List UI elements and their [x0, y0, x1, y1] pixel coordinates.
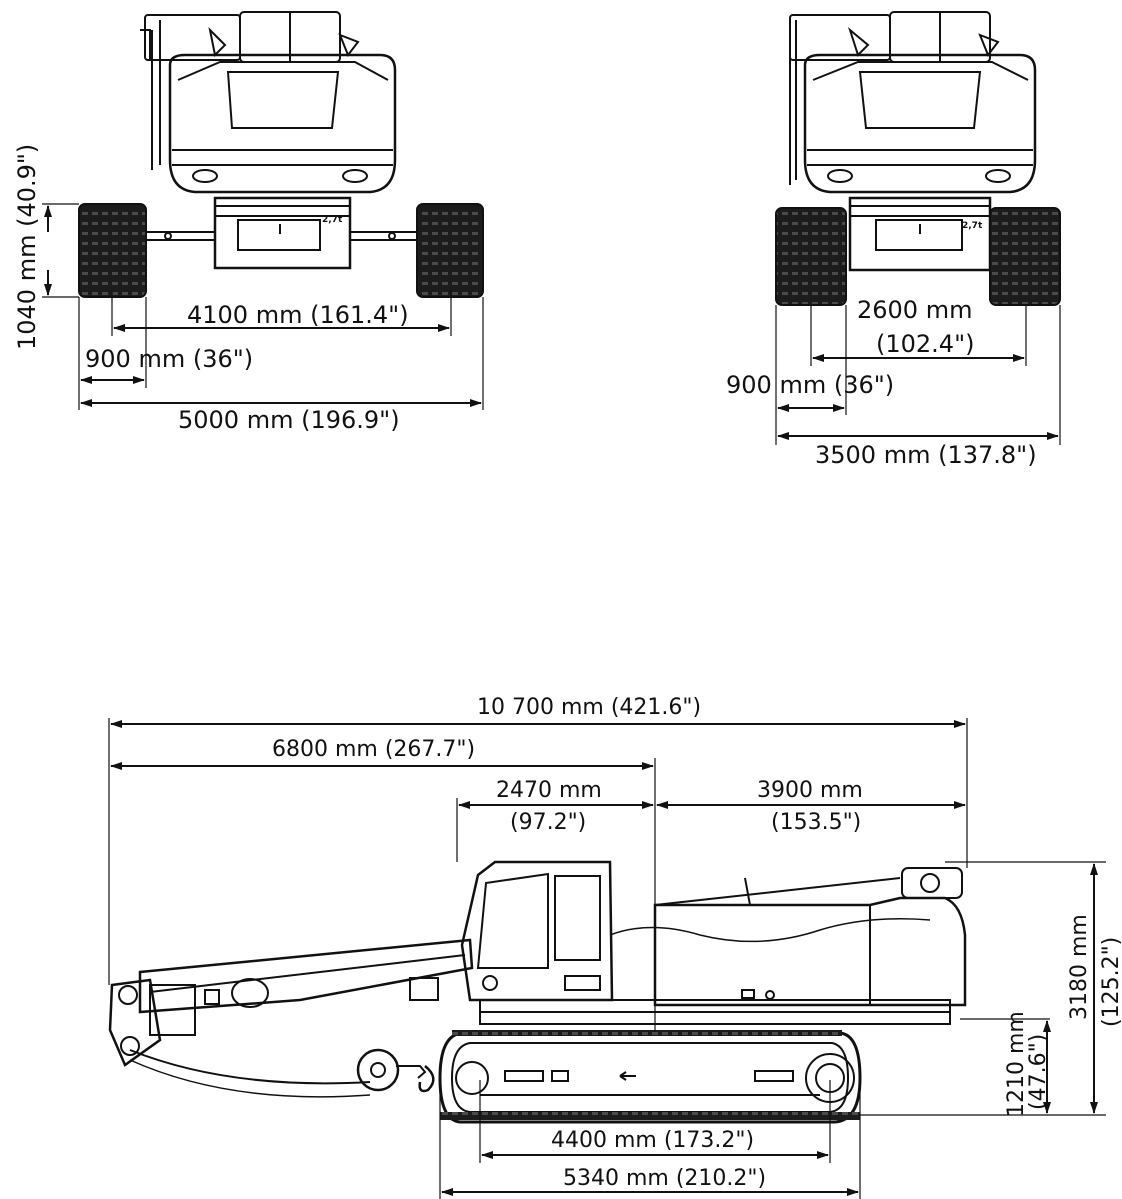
- right-track-wide: [416, 203, 484, 298]
- left-track-narrow: [775, 207, 847, 306]
- track-center-label-narrow-1: 2600 mm: [857, 296, 972, 324]
- tumbler-distance-label: 4400 mm (173.2"): [551, 1128, 754, 1153]
- track-width-label-narrow: 900 mm (36"): [726, 371, 894, 399]
- overall-width-label-narrow: 3500 mm (137.8"): [815, 441, 1037, 469]
- machine-side: [108, 860, 967, 1124]
- overall-width-dimension-wide: 5000 mm (196.9"): [80, 297, 484, 434]
- cab-length-label-2: (97.2"): [510, 810, 586, 835]
- rear-length-dimension: 3900 mm (153.5"): [656, 778, 966, 835]
- track-length-dimension: 5340 mm (210.2"): [441, 1166, 859, 1196]
- track-width-label-wide: 900 mm (36"): [85, 345, 253, 373]
- track-width-dimension-narrow: 900 mm (36"): [726, 305, 894, 445]
- overall-height-label-1: 3180 mm: [1067, 914, 1092, 1020]
- side-view: 10 700 mm (421.6") 6800 mm (267.7") 2470…: [108, 695, 1122, 1199]
- overall-width-label-wide: 5000 mm (196.9"): [178, 406, 400, 434]
- height-label-wide: 1040 mm (40.9"): [13, 144, 41, 350]
- front-wide-badge: 2,7t: [322, 215, 343, 225]
- left-track-wide: [78, 203, 147, 298]
- overall-height-label-2: (125.2"): [1099, 937, 1122, 1027]
- side-extension-lines: [108, 718, 1106, 1199]
- track-center-dimension-wide: 4100 mm (161.4"): [111, 290, 452, 336]
- right-track-narrow: [989, 207, 1061, 306]
- rear-length-label-1: 3900 mm: [757, 778, 863, 803]
- clearance-label-1: 1210 mm: [1004, 1011, 1029, 1117]
- ground-clearance-dimension: 1210 mm (47.6"): [1004, 1011, 1051, 1117]
- front-view-narrow: 2,7t 2600 mm (102.4") 900 mm (36") 3500 …: [726, 11, 1061, 469]
- track-center-dimension-narrow: 2600 mm (102.4"): [810, 296, 1027, 366]
- track-center-label-narrow-2: (102.4"): [876, 330, 974, 358]
- height-dimension-wide: 1040 mm (40.9"): [13, 144, 79, 350]
- rear-length-label-2: (153.5"): [771, 810, 861, 835]
- front-to-pivot-label: 6800 mm (267.7"): [272, 737, 475, 762]
- front-view-wide: 2,7t 1040 mm (40.9") 4100 mm (161.4") 90…: [13, 11, 484, 434]
- track-width-dimension-wide: 900 mm (36"): [78, 297, 253, 410]
- machine-front-wide: [140, 11, 418, 270]
- tumbler-distance-dimension: 4400 mm (173.2"): [481, 1128, 829, 1159]
- overall-width-dimension-narrow: 3500 mm (137.8"): [777, 305, 1061, 469]
- cab-length-dimension: 2470 mm (97.2"): [458, 778, 654, 835]
- overall-length-label: 10 700 mm (421.6"): [477, 695, 701, 720]
- crawler-track-side: [440, 1112, 860, 1120]
- overall-height-dimension: 3180 mm (125.2"): [1067, 863, 1122, 1114]
- overall-length-dimension: 10 700 mm (421.6"): [110, 695, 966, 728]
- crawler-track-side-top: [452, 1030, 842, 1036]
- cab-length-label-1: 2470 mm: [496, 778, 602, 803]
- track-center-label-wide: 4100 mm (161.4"): [187, 301, 409, 329]
- track-length-label: 5340 mm (210.2"): [563, 1166, 766, 1191]
- front-narrow-badge: 2,7t: [962, 221, 983, 231]
- clearance-label-2: (47.6"): [1026, 1034, 1051, 1110]
- front-to-pivot-dimension: 6800 mm (267.7"): [110, 737, 654, 770]
